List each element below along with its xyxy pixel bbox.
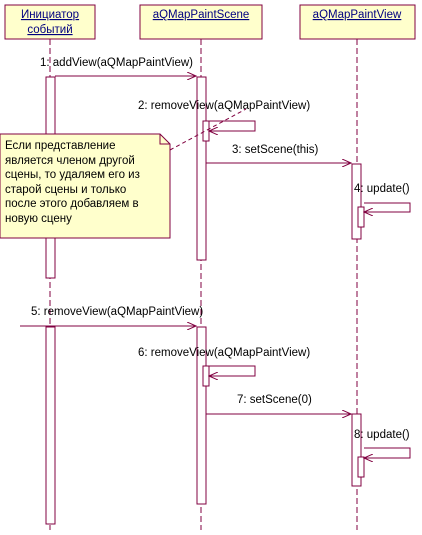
activation-view-1 (351, 163, 362, 240)
message-2-arrow (206, 120, 256, 131)
lifeline-scene-box (139, 4, 263, 40)
message-7: 7: setScene(0) (206, 394, 351, 414)
lifeline-view-box (299, 4, 416, 40)
activation-initiator-2 (45, 326, 56, 525)
note (0, 108, 247, 239)
activation-scene-2 (196, 326, 207, 505)
activation-view-1-nested (357, 206, 365, 228)
message-2-label: 2: removeView(aQMapPaintView) (138, 100, 310, 112)
message-6-label: 6: removeView(aQMapPaintView) (138, 347, 310, 359)
activation-scene-1-nested (202, 120, 210, 142)
lifeline-initiator-box (4, 4, 96, 40)
note-line-2: является членом другой (5, 154, 135, 167)
note-line-6: новую сцену (5, 212, 72, 225)
message-6: 6: removeView(aQMapPaintView) (138, 347, 310, 376)
message-8-label: 8: update() (354, 429, 410, 441)
message-3-label: 3: setScene(this) (232, 144, 318, 156)
message-8: 8: update() (354, 429, 411, 458)
message-6-arrow (206, 365, 256, 376)
note-line-1: Если представление (5, 140, 116, 152)
message-4: 4: update() (354, 183, 411, 212)
note-line-5: после этого добавляем в (5, 198, 139, 211)
message-4-label: 4: update() (354, 183, 410, 195)
message-1: 1: addView(aQMapPaintView) (40, 57, 196, 76)
message-8-arrow (364, 447, 411, 458)
message-5: 5: removeView(aQMapPaintView) (20, 306, 203, 326)
message-2: 2: removeView(aQMapPaintView) (138, 100, 310, 131)
note-line-4: старой сцены и только (5, 183, 127, 196)
lifeline-scene-label: aQMapPaintScene (153, 9, 250, 21)
note-box (0, 133, 171, 239)
activation-view-2 (351, 413, 362, 487)
activation-scene-1 (196, 76, 207, 261)
message-1-label: 1: addView(aQMapPaintView) (40, 57, 193, 69)
lifeline-view-label: aQMapPaintView (313, 9, 402, 21)
note-anchor-line (169, 108, 247, 151)
activation-view-2-nested (357, 456, 365, 478)
lifeline-initiator-label-1: Инициатор (21, 9, 79, 21)
message-5-label: 5: removeView(aQMapPaintView) (31, 306, 203, 318)
note-text: Если представление является членом друго… (5, 139, 140, 227)
note-line-3: сцены, то удаляем его из (5, 169, 140, 182)
lifeline-scene: aQMapPaintScene (139, 4, 263, 530)
activation-scene-2-nested (202, 365, 210, 387)
message-3: 3: setScene(this) (206, 144, 351, 163)
lifeline-view: aQMapPaintView (299, 4, 416, 530)
message-4-arrow (364, 202, 411, 212)
message-7-label: 7: setScene(0) (237, 394, 312, 406)
lifeline-initiator-label-2: событий (27, 24, 72, 36)
note-fold (159, 134, 170, 145)
